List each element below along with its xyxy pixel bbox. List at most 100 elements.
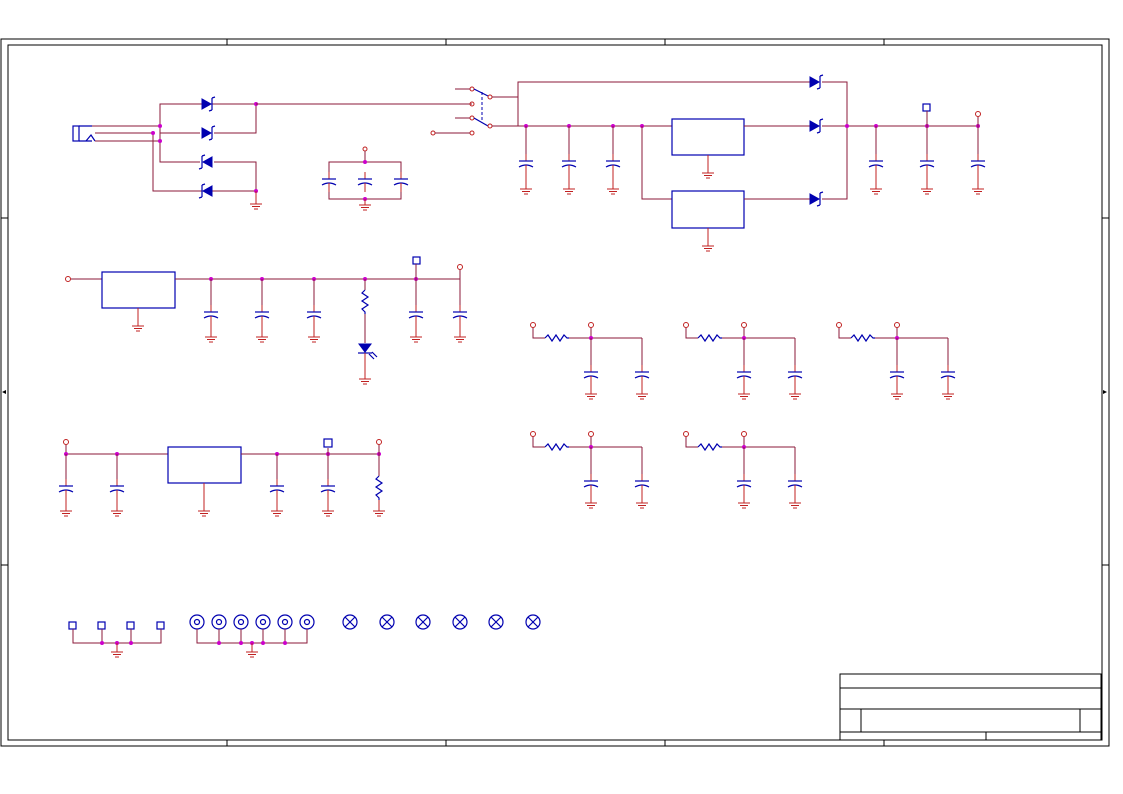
capacitor-icon — [254, 304, 270, 326]
power-port-icon — [376, 439, 382, 445]
ground-icon — [197, 504, 211, 517]
capacitor-icon — [787, 473, 803, 495]
ground-icon — [920, 182, 934, 195]
ground-icon — [606, 182, 620, 195]
power-port-icon — [457, 264, 463, 270]
capacitor-icon — [736, 473, 752, 495]
capacitor-icon — [634, 364, 650, 386]
capacitor-icon — [518, 153, 534, 175]
ground-icon — [788, 496, 802, 509]
capacitor-icon — [919, 153, 935, 175]
voltage-regulator-icon — [671, 118, 745, 156]
resistor-icon — [544, 443, 570, 451]
capacitor-icon — [634, 473, 650, 495]
signal-port-icon — [836, 322, 842, 328]
ground-icon — [358, 372, 372, 385]
ground-icon — [890, 387, 904, 400]
capacitor-icon — [393, 171, 409, 193]
capacitor-icon — [787, 364, 803, 386]
power-port-icon — [975, 111, 981, 117]
resistor-icon — [697, 443, 723, 451]
test-point-icon — [922, 103, 931, 112]
mounting-hole-icon — [189, 614, 315, 630]
ground-icon — [409, 330, 423, 343]
ground-icon — [788, 387, 802, 400]
regulator-row-3 — [58, 438, 386, 517]
capacitor-icon — [889, 364, 905, 386]
capacitor-icon — [109, 478, 125, 500]
signal-port-icon — [683, 431, 689, 437]
ground-icon — [245, 645, 259, 658]
regulator-led-section — [65, 256, 468, 385]
capacitor-icon — [868, 153, 884, 175]
test-point-icon — [323, 438, 333, 448]
resistor-icon — [375, 475, 383, 501]
bridge-rectifier-diode-icon — [198, 154, 213, 170]
ground-icon — [635, 496, 649, 509]
ground-icon — [941, 387, 955, 400]
capacitor-icon — [452, 304, 468, 326]
voltage-regulator-icon — [101, 271, 176, 309]
power-switch — [430, 81, 810, 136]
capacitor-icon — [605, 153, 621, 175]
capacitor-icon — [970, 153, 986, 175]
capacitor-icon — [58, 478, 74, 500]
or-diode-icon — [809, 191, 824, 207]
ground-icon — [701, 239, 715, 252]
or-diode-icon — [809, 118, 824, 134]
ground-icon — [635, 387, 649, 400]
ground-icon — [519, 182, 533, 195]
resistor-icon — [697, 334, 723, 342]
capacitor-icon — [583, 364, 599, 386]
voltage-regulator-icon — [167, 446, 242, 484]
ground-icon — [869, 182, 883, 195]
capacitor-icon — [269, 478, 285, 500]
capacitor-icon — [306, 304, 322, 326]
capacitor-icon — [736, 364, 752, 386]
fiducial-icon — [342, 614, 541, 630]
test-point-icon — [156, 621, 165, 630]
capacitor-icon — [357, 171, 373, 193]
capacitor-icon — [940, 364, 956, 386]
signal-port-icon — [588, 431, 594, 437]
ground-icon — [584, 496, 598, 509]
voltage-regulator-icon — [671, 190, 745, 229]
resistor-icon — [361, 289, 369, 315]
capacitor-icon — [561, 153, 577, 175]
or-diode-icon — [809, 74, 824, 90]
capacitor-icon — [203, 304, 219, 326]
capacitor-icon — [408, 304, 424, 326]
test-point-icon — [412, 256, 421, 265]
ground-icon — [110, 645, 124, 658]
signal-port-icon — [741, 431, 747, 437]
ground-icon — [584, 387, 598, 400]
ground-icon — [737, 387, 751, 400]
ground-icon — [562, 182, 576, 195]
rc-filter-blocks — [530, 322, 956, 509]
signal-port-icon — [683, 322, 689, 328]
ground-icon — [204, 330, 218, 343]
ground-icon — [971, 182, 985, 195]
resistor-icon — [544, 334, 570, 342]
ground-icon — [307, 330, 321, 343]
capacitor-icon — [321, 171, 337, 193]
signal-port-icon — [741, 322, 747, 328]
switch-icon — [473, 88, 493, 129]
ground-icon — [249, 197, 263, 210]
signal-port-icon — [894, 322, 900, 328]
led-icon — [358, 343, 378, 360]
ground-icon — [358, 198, 372, 211]
ground-icon — [372, 504, 386, 517]
test-point-icon — [126, 621, 135, 630]
signal-port-icon — [530, 431, 536, 437]
ground-icon — [59, 504, 73, 517]
mechanical-section — [68, 614, 541, 658]
signal-port-icon — [530, 322, 536, 328]
bridge-rectifier-diode-icon — [201, 125, 216, 141]
decoupling-cap-cluster — [321, 146, 409, 211]
ground-icon — [737, 496, 751, 509]
sheet-border — [0, 38, 1110, 747]
ground-icon — [131, 319, 145, 332]
capacitor-icon — [320, 478, 336, 500]
